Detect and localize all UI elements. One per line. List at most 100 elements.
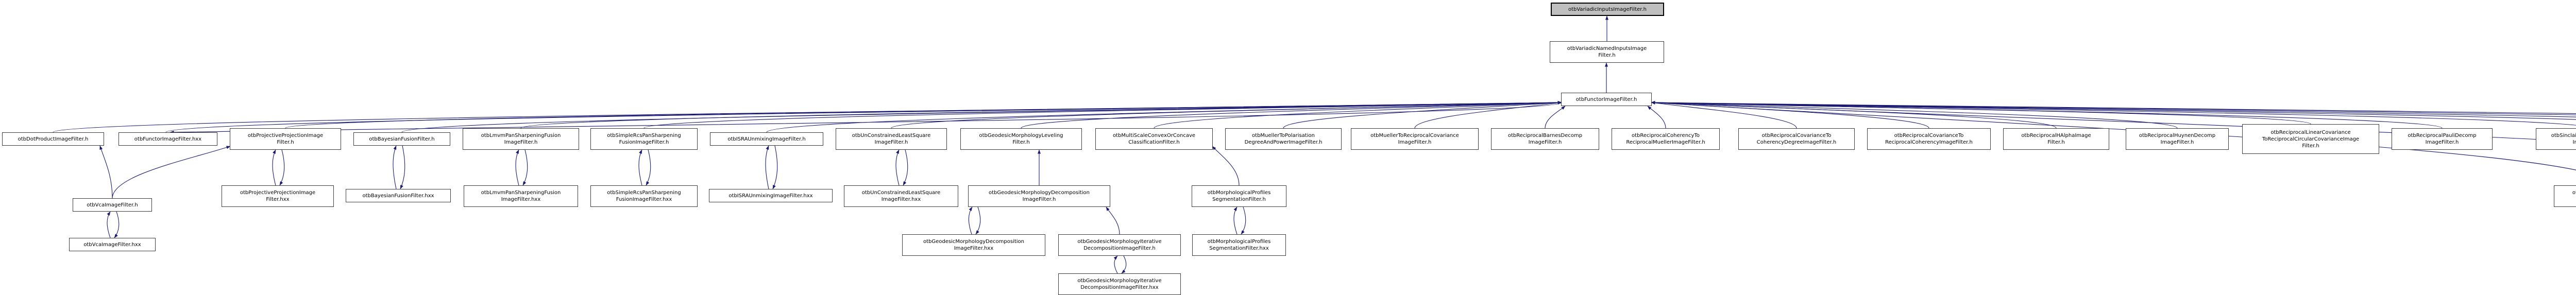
node-label: Filter.h <box>1012 140 1030 145</box>
edge-line <box>643 101 1562 129</box>
edge-line <box>895 149 900 186</box>
node-label: Filter.h <box>1598 53 1616 58</box>
edge-line <box>285 101 1562 129</box>
node-label: otbSinclairToCoherencyMatrix <box>2551 133 2576 138</box>
edge-line <box>1241 206 1246 235</box>
edge-line <box>1651 101 2443 129</box>
edge-line <box>272 149 276 186</box>
node-label: SegmentationFilter.hxx <box>1209 246 1269 251</box>
node-label: ImageFilter.hxx <box>501 197 541 202</box>
node-label: otbDotProductImageFilter.h <box>18 136 89 142</box>
node-label: ImageFilter.h <box>504 140 538 145</box>
edge-line <box>765 145 769 189</box>
node-label: otbReciprocalBarnesDecomp <box>1507 133 1583 138</box>
node-label: Filter.h <box>2302 143 2319 149</box>
node-sinToCircCov_h[interactable]: otbSinclairToCircularCovarianceMatrixIma… <box>2554 185 2576 207</box>
node-label: otbFunctorImageFilter.hxx <box>134 136 202 142</box>
edge-line <box>114 211 120 238</box>
node-label: Filter.hxx <box>266 197 290 202</box>
node-label: otbMorphologicalProfiles <box>1207 190 1271 196</box>
node-label: ImageFilter.h <box>2572 140 2576 145</box>
node-label: otbUnConstrainedLeastSquare <box>861 190 941 196</box>
node-vca_hxx[interactable]: otbVcaImageFilter.hxx <box>69 238 156 251</box>
node-label: ImageFilter.h <box>1022 197 1056 202</box>
edge-line <box>515 149 519 186</box>
node-label: otbFunctorImageFilter.h <box>1575 96 1637 102</box>
node-label: ToReciprocalCircularCovarianceImage <box>2262 136 2360 142</box>
node-variadicInputs[interactable]: otbVariadicInputsImageFilter.h <box>1551 3 1664 16</box>
node-sinToCoh_h[interactable]: otbSinclairToCoherencyMatrixImageFilter.… <box>2536 128 2576 150</box>
node-bayesianFusion_hxx[interactable]: otbBayesianFusionFilter.hxx <box>346 189 451 202</box>
node-label: ReciprocalCoherencyImageFilter.h <box>1885 140 1973 145</box>
edge-line <box>393 145 397 189</box>
edge-line <box>279 149 285 186</box>
node-vca_h[interactable]: otbVcaImageFilter.h <box>73 198 152 212</box>
edge-line <box>522 149 528 186</box>
node-bayesianFusion_h[interactable]: otbBayesianFusionFilter.h <box>353 132 450 146</box>
edge-line <box>170 102 1562 134</box>
node-label: ImageFilter.hxx <box>881 197 921 202</box>
node-label: otbReciprocalCoherencyTo <box>1632 133 1700 138</box>
node-label: otbGeodesicMorphologyIterative <box>1077 278 1162 284</box>
edge-line <box>1651 101 2178 129</box>
node-functor_hxx[interactable]: otbFunctorImageFilter.hxx <box>118 132 217 146</box>
node-label: otbGeodesicMorphologyLeveling <box>979 133 1063 138</box>
node-label: otbVariadicInputsImageFilter.h <box>1568 6 1647 12</box>
node-label: otbBayesianFusionFilter.h <box>369 136 435 142</box>
node-label: otbReciprocalHuynenDecomp <box>2139 133 2216 138</box>
edge-line <box>1651 101 2576 142</box>
node-label: otbVcaImageFilter.hxx <box>83 241 141 248</box>
edge-line <box>1414 101 1562 129</box>
edge-line <box>1212 146 1240 186</box>
node-isra_hxx[interactable]: otbISRAUnmixingImageFilter.hxx <box>709 189 833 202</box>
node-label: otbMuellerToReciprocalCovariance <box>1370 133 1459 138</box>
node-label: Filter.h <box>2047 140 2065 145</box>
node-label: FusionImageFilter.hxx <box>616 197 672 202</box>
edge-line <box>1283 101 1562 129</box>
node-label: ImageFilter.h <box>874 140 908 145</box>
edge-line <box>112 146 231 199</box>
node-functor_h[interactable]: otbFunctorImageFilter.h <box>1561 93 1652 106</box>
node-label: otbReciprocalPauliDecomp <box>2408 133 2477 138</box>
node-label: ImageFilter.hxx <box>954 246 994 251</box>
node-label: otbLmvmPanSharpeningFusion <box>481 133 561 138</box>
node-isra_h[interactable]: otbISRAUnmixingImageFilter.h <box>710 132 823 146</box>
edge-line <box>968 206 973 235</box>
node-label: otbMultiScaleConvexOrConcave <box>1112 133 1196 138</box>
edge-line <box>1154 101 1562 129</box>
edge-line <box>772 145 778 189</box>
node-label: DecompositionImageFilter.hxx <box>1080 285 1159 290</box>
node-label: otbISRAUnmixingImageFilter.h <box>727 136 806 142</box>
node-label: otbUnConstrainedLeastSquare <box>852 133 931 138</box>
node-dotProduct_h[interactable]: otbDotProductImageFilter.h <box>2 132 104 146</box>
edge-line <box>1021 101 1562 129</box>
